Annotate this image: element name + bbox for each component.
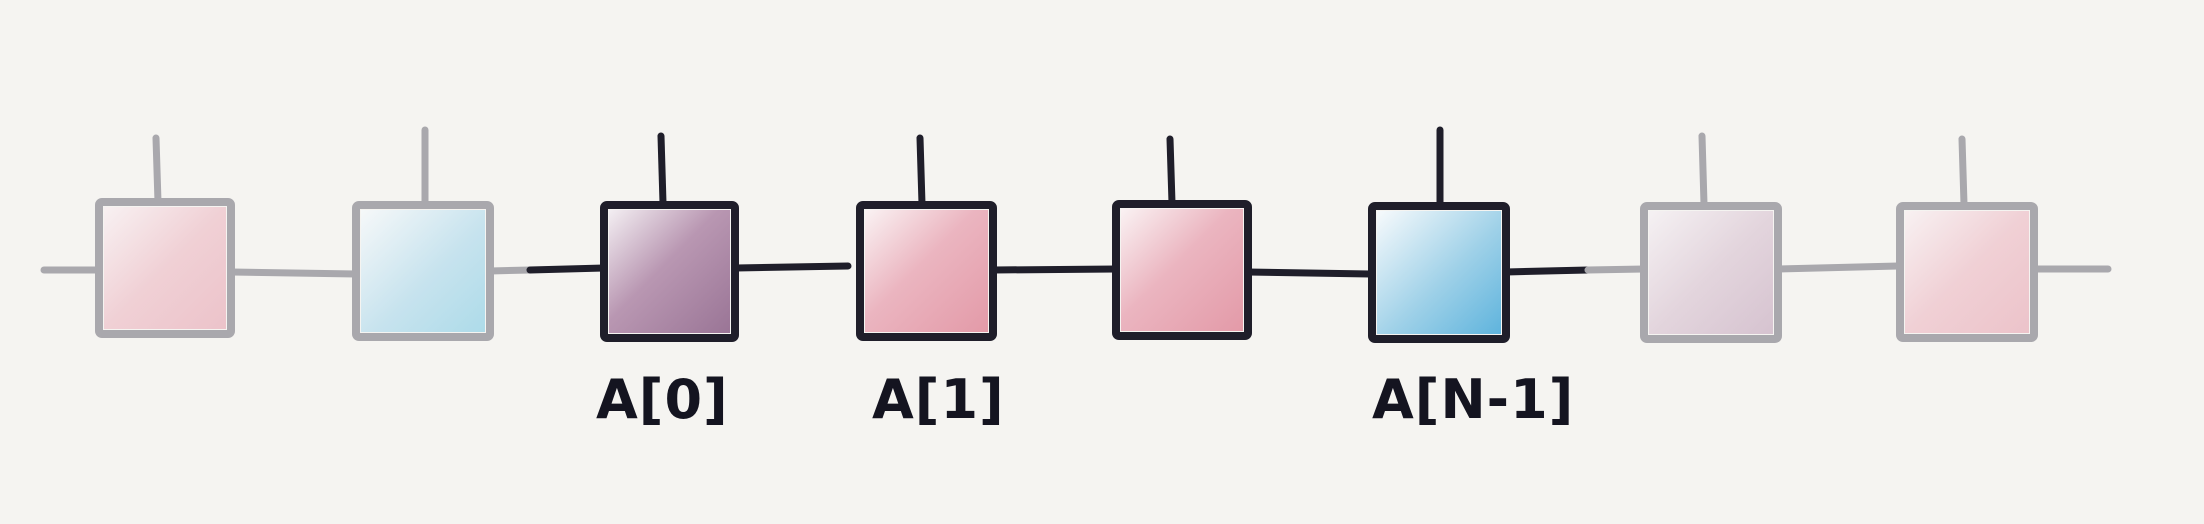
- tensor-fill-t6: [1377, 211, 1501, 334]
- bond-t6-t7-dark: [1502, 266, 1592, 276]
- tensor-frame-t2: [352, 201, 494, 341]
- tensor-t5: [1112, 200, 1252, 340]
- tensor-boxes: [95, 198, 2038, 343]
- tensor-fill-t7: [1649, 211, 1773, 334]
- tensor-fill-t4: [865, 210, 988, 332]
- tensor-frame-t1: [95, 198, 235, 338]
- bond-t2-t3-dark: [526, 264, 608, 274]
- tensor-frame-t3: [600, 201, 739, 342]
- tensor-t3: [600, 201, 739, 342]
- tensor-frame-t5: [1112, 200, 1252, 340]
- leg-t5: [1166, 135, 1176, 207]
- leg-t4: [916, 134, 926, 208]
- bond-t7-t8: [1774, 262, 1902, 273]
- bond-t6-t7: [1584, 265, 1648, 274]
- tensor-frame-t6: [1368, 202, 1510, 343]
- bond-t5-t6: [1244, 268, 1374, 278]
- tensor-frame-t7: [1640, 202, 1782, 343]
- bond-t1-t2: [228, 268, 360, 278]
- leg-t7: [1698, 132, 1708, 208]
- tensor-frame-t8: [1896, 202, 2038, 342]
- leg-t1: [152, 134, 162, 206]
- bond-t2-t3: [486, 266, 534, 275]
- label-a1: A[1]: [872, 368, 1005, 431]
- leg-t3: [657, 132, 667, 207]
- tensor-fill-t3: [609, 210, 730, 333]
- bond-t4-t5: [990, 265, 1120, 274]
- tensor-t7: [1640, 202, 1782, 343]
- tensor-fill-t1: [104, 207, 226, 329]
- tensor-t8: [1896, 202, 2038, 342]
- bond-t3-t4: [732, 262, 852, 272]
- tensor-t2: [352, 201, 494, 341]
- physical-legs: [152, 126, 1968, 208]
- tensor-fill-t2: [361, 210, 485, 332]
- leg-t8: [1958, 135, 1968, 208]
- label-an-1: A[N-1]: [1372, 368, 1574, 431]
- label-a0: A[0]: [596, 368, 729, 431]
- tensor-frame-t4: [856, 201, 997, 341]
- tensor-fill-t5: [1121, 209, 1243, 331]
- bond-lines: [40, 262, 2112, 278]
- tensor-fill-t8: [1905, 211, 2029, 333]
- tensor-t1: [95, 198, 235, 338]
- tensor-t4: [856, 201, 997, 341]
- tensor-t6: [1368, 202, 1510, 343]
- tensor-labels: A[0] A[1] A[N-1]: [596, 368, 1574, 431]
